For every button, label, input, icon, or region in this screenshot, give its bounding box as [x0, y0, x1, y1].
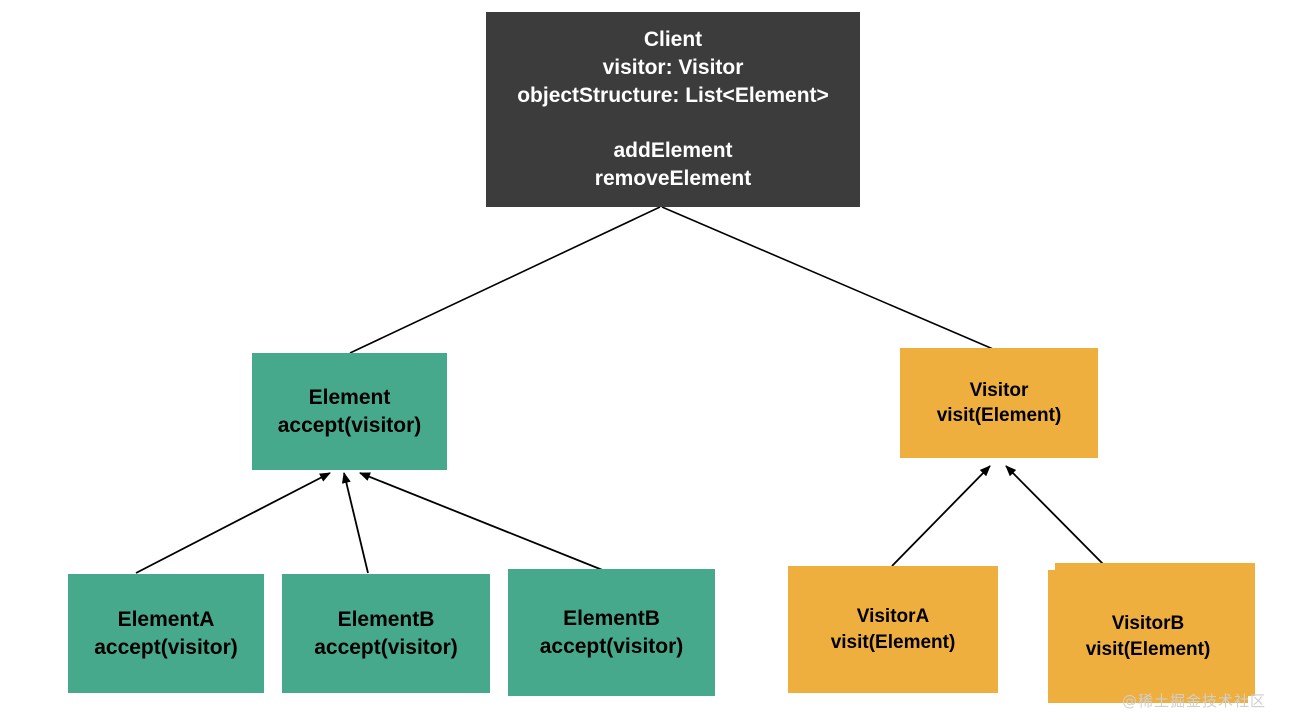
- node-element-c-method-accept: accept(visitor): [539, 634, 684, 658]
- node-visitor-title: Visitor: [969, 379, 1029, 401]
- node-visitor-b[interactable]: VisitorB visit(Element): [1048, 570, 1248, 703]
- node-visitor-b-method-visit: visit(Element): [1085, 638, 1211, 660]
- node-visitor[interactable]: Visitor visit(Element): [900, 348, 1098, 458]
- edge-client-to-visitor: [661, 206, 1001, 353]
- node-element-a[interactable]: ElementA accept(visitor): [68, 574, 264, 693]
- node-visitor-a-method-visit: visit(Element): [830, 631, 956, 653]
- node-element-b-method-accept: accept(visitor): [314, 635, 458, 659]
- edge-elementc-to-element: [359, 472, 611, 574]
- node-element-b-title: ElementB: [337, 607, 435, 631]
- node-visitor-method-visit: visit(Element): [936, 405, 1062, 426]
- node-element-a-title: ElementA: [117, 607, 215, 631]
- edge-client-to-element: [349, 206, 661, 354]
- node-element-method-accept: accept(visitor): [277, 413, 422, 437]
- edge-visitora-to-visitor: [891, 465, 991, 567]
- node-element-title: Element: [308, 385, 391, 409]
- node-element[interactable]: Element accept(visitor): [252, 353, 447, 470]
- node-client-attr-visitor: visitor: Visitor: [602, 55, 744, 79]
- node-client[interactable]: Client visitor: Visitor objectStructure:…: [486, 12, 860, 207]
- node-client-title: Client: [643, 27, 703, 51]
- edge-visitorb-to-visitor: [1005, 465, 1106, 567]
- node-client-method-addelement: addElement: [613, 139, 733, 163]
- node-client-attr-objectstructure: objectStructure: List<Element>: [517, 83, 829, 107]
- node-element-c-title: ElementB: [563, 606, 660, 630]
- node-visitor-a-title: VisitorA: [856, 606, 930, 628]
- watermark: @稀土掘金技术社区: [1122, 692, 1267, 710]
- node-element-a-method-accept: accept(visitor): [94, 635, 238, 659]
- node-element-b[interactable]: ElementB accept(visitor): [282, 574, 490, 693]
- edge-elementb-to-element: [341, 472, 369, 574]
- node-visitor-b-title: VisitorB: [1111, 613, 1185, 635]
- node-client-method-removeelement: removeElement: [594, 167, 752, 191]
- node-element-c[interactable]: ElementB accept(visitor): [508, 569, 715, 696]
- node-visitor-a[interactable]: VisitorA visit(Element): [788, 566, 998, 693]
- edge-elementa-to-element: [135, 472, 331, 574]
